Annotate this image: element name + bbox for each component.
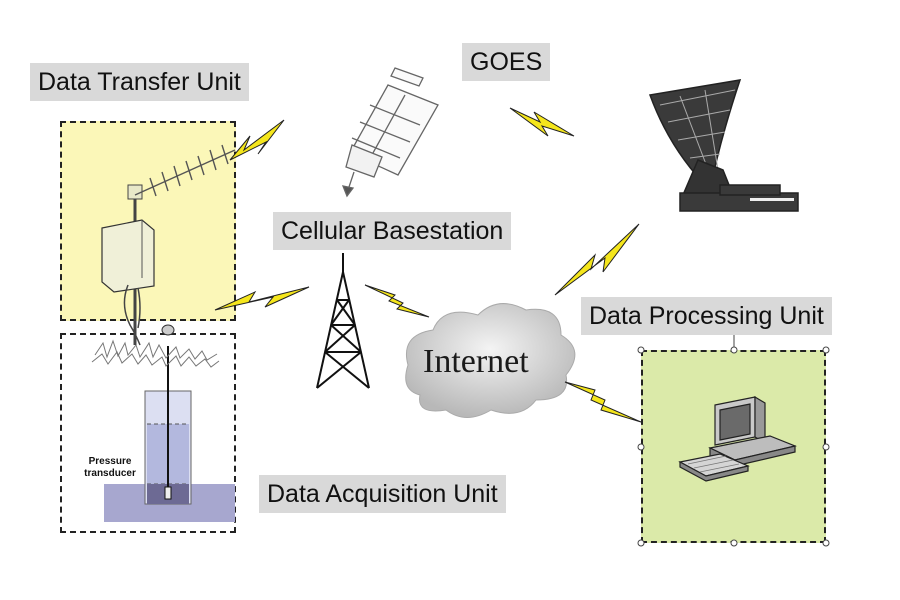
lightning-icon bbox=[364, 284, 430, 318]
antenna-icon bbox=[134, 144, 236, 197]
pressure-transducer-label: Pressure transducer bbox=[84, 456, 136, 479]
lightning-icon bbox=[564, 381, 642, 423]
lightning-icon bbox=[509, 107, 575, 137]
pressure-transducer-sensor bbox=[164, 486, 172, 500]
data-acquisition-unit-label: Data Acquisition Unit bbox=[259, 475, 506, 513]
lightning-icon bbox=[214, 286, 310, 311]
data-transfer-unit-label: Data Transfer Unit bbox=[30, 63, 249, 101]
lightning-icon bbox=[229, 119, 285, 161]
data-processing-unit-label: Data Processing Unit bbox=[581, 297, 832, 335]
internet-label: Internet bbox=[423, 343, 529, 380]
cellular-basestation-label: Cellular Basestation bbox=[273, 212, 512, 250]
lightning-icon bbox=[554, 223, 640, 296]
data-transfer-unit-box bbox=[60, 121, 236, 321]
goes-label: GOES bbox=[462, 43, 551, 81]
